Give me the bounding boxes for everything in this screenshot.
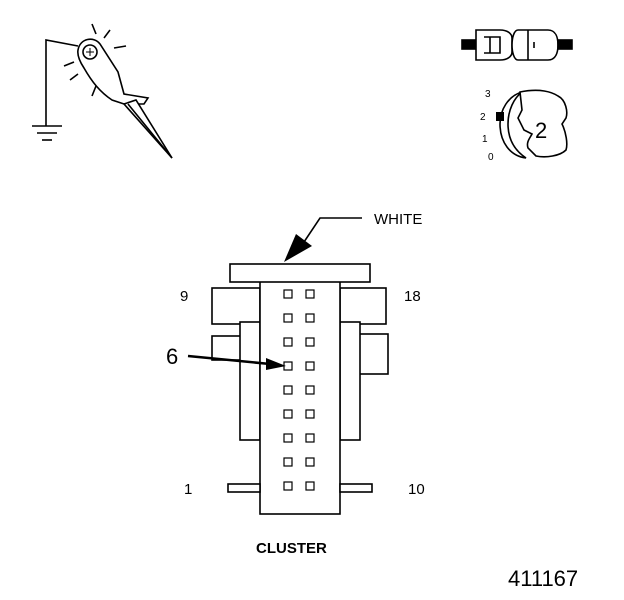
- pin-label-1: 1: [184, 481, 192, 498]
- pin-cavity: [305, 481, 315, 491]
- white-callout: WHITE: [284, 211, 422, 262]
- test-light-icon: [32, 23, 173, 159]
- pin-cavities: [283, 289, 315, 491]
- connector-name: CLUSTER: [256, 540, 327, 557]
- pin-cavity: [283, 313, 293, 323]
- ignition-position-2: 2: [480, 112, 486, 123]
- fused-jumper-icon: [461, 29, 573, 61]
- callout-pin-number: 6: [166, 344, 178, 369]
- pin-cavity: [283, 409, 293, 419]
- ignition-selected-position: 2: [535, 118, 547, 143]
- pin-cavity: [283, 481, 293, 491]
- pin-cavity: [305, 337, 315, 347]
- pin-label-18: 18: [404, 288, 421, 305]
- connector-face: [211, 263, 389, 515]
- pin-cavity: [305, 457, 315, 467]
- ignition-key-icon: 3 2 1 0 2: [480, 89, 568, 163]
- pin-cavity: [305, 313, 315, 323]
- pin-cavity: [283, 289, 293, 299]
- pin-cavity: [305, 361, 315, 371]
- pin-cavity: [305, 289, 315, 299]
- connector-color-label: WHITE: [374, 211, 422, 228]
- pin-cavity: [283, 433, 293, 443]
- ignition-position-1: 1: [482, 134, 488, 145]
- pin-cavity: [283, 385, 293, 395]
- pin-cavity: [283, 337, 293, 347]
- pin-6-callout: 6: [166, 344, 286, 370]
- pin-cavity: [305, 385, 315, 395]
- ignition-position-3: 3: [485, 89, 491, 100]
- figure-number: 411167: [508, 566, 578, 591]
- pin-label-10: 10: [408, 481, 425, 498]
- pin-cavity: [305, 433, 315, 443]
- pin-cavity: [283, 457, 293, 467]
- pin-cavity: [305, 409, 315, 419]
- ignition-position-0: 0: [488, 152, 494, 163]
- ground-symbol-icon: [32, 125, 62, 141]
- pin-label-9: 9: [180, 288, 188, 305]
